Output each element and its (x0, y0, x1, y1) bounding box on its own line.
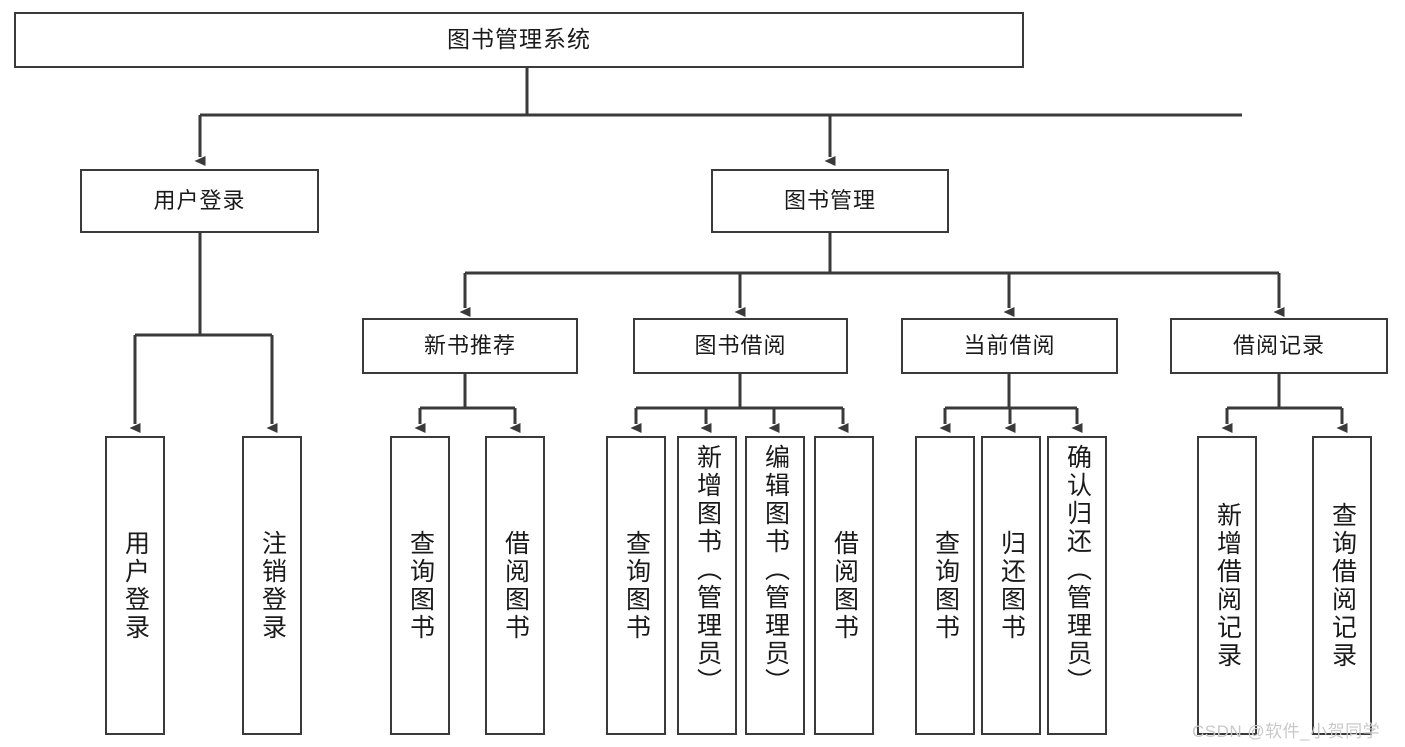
leaf-br-query-record[interactable]: 查询借阅记录 (1312, 436, 1372, 735)
leaf-br-add-record[interactable]: 新增借阅记录 (1197, 436, 1257, 735)
node-root-system-label: 图书管理系统 (447, 26, 591, 53)
leaf-br-query-record-label: 查询借阅记录 (1328, 501, 1357, 670)
leaf-bb-borrow-book[interactable]: 借阅图书 (814, 436, 874, 735)
leaf-logout-label: 注销登录 (258, 529, 287, 642)
leaf-cb-return-book[interactable]: 归还图书 (981, 436, 1041, 735)
node-current-borrow[interactable]: 当前借阅 (901, 318, 1118, 374)
node-borrow-record[interactable]: 借阅记录 (1170, 318, 1388, 374)
node-user-login[interactable]: 用户登录 (80, 169, 319, 233)
node-book-borrow[interactable]: 图书借阅 (633, 318, 848, 374)
leaf-nb-borrow-book-label: 借阅图书 (501, 529, 530, 642)
leaf-cb-return-book-label: 归还图书 (997, 529, 1026, 642)
node-book-borrow-label: 图书借阅 (694, 333, 787, 359)
leaf-nb-query-book[interactable]: 查询图书 (390, 436, 450, 735)
leaf-bb-add-book-admin[interactable]: 新增图书（管理员） (677, 436, 737, 735)
leaf-user-login-label: 用户登录 (121, 529, 150, 642)
node-borrow-record-label: 借阅记录 (1232, 333, 1325, 359)
leaf-cb-confirm-return-admin[interactable]: 确认归还（管理员） (1047, 436, 1107, 735)
leaf-logout[interactable]: 注销登录 (242, 436, 302, 735)
csdn-watermark: CSDN @软件_小贺同学 (1192, 717, 1380, 742)
leaf-bb-borrow-book-label: 借阅图书 (830, 529, 859, 642)
leaf-cb-confirm-return-admin-label: 确认归还（管理员） (1063, 444, 1092, 696)
leaf-cb-query-book[interactable]: 查询图书 (915, 436, 975, 735)
leaf-bb-query-book[interactable]: 查询图书 (606, 436, 666, 735)
node-new-book-recommend[interactable]: 新书推荐 (362, 318, 578, 374)
node-new-book-recommend-label: 新书推荐 (423, 333, 516, 359)
csdn-watermark-text: CSDN @软件_小贺同学 (1192, 722, 1381, 741)
leaf-nb-query-book-label: 查询图书 (406, 529, 435, 642)
leaf-bb-query-book-label: 查询图书 (622, 529, 651, 642)
node-current-borrow-label: 当前借阅 (963, 333, 1056, 359)
leaf-bb-add-book-admin-label: 新增图书（管理员） (693, 444, 722, 696)
node-book-management-label: 图书管理 (783, 188, 876, 214)
leaf-bb-edit-book-admin[interactable]: 编辑图书（管理员） (745, 436, 805, 735)
leaf-br-add-record-label: 新增借阅记录 (1213, 501, 1242, 670)
leaf-nb-borrow-book[interactable]: 借阅图书 (485, 436, 545, 735)
leaf-cb-query-book-label: 查询图书 (931, 529, 960, 642)
leaf-user-login[interactable]: 用户登录 (105, 436, 165, 735)
node-root-system[interactable]: 图书管理系统 (14, 12, 1024, 68)
leaf-bb-edit-book-admin-label: 编辑图书（管理员） (761, 444, 790, 696)
node-user-login-label: 用户登录 (153, 188, 246, 214)
node-book-management[interactable]: 图书管理 (711, 169, 949, 233)
